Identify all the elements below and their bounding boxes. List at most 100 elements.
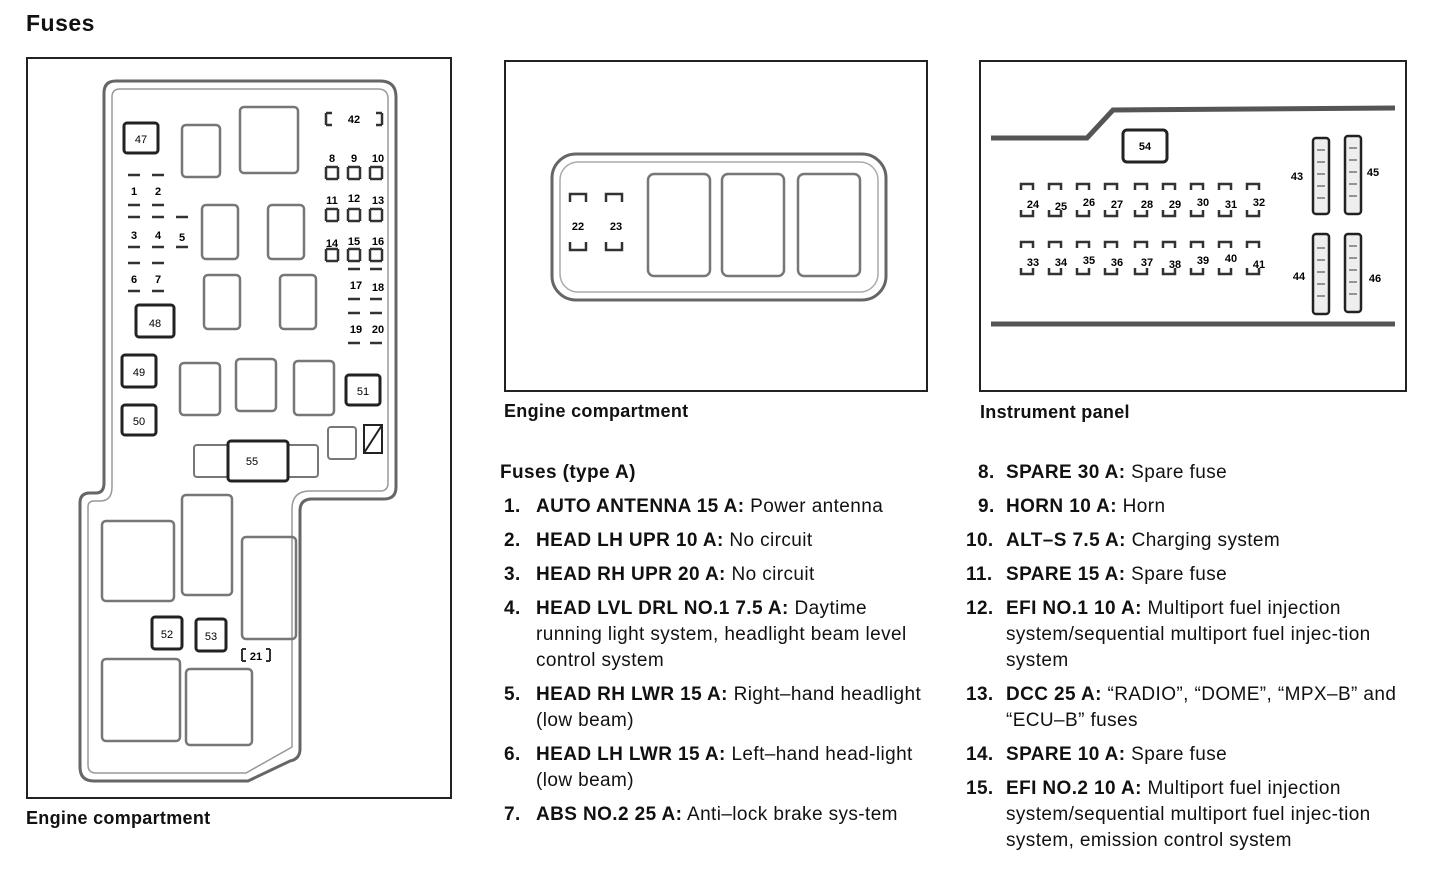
fuse-label-24: 24 <box>1027 199 1040 211</box>
relay-slot <box>292 359 336 417</box>
relay-slot <box>180 123 222 179</box>
fuse-bracket <box>1217 240 1233 276</box>
relay-slot <box>202 273 242 331</box>
fuse-label-30: 30 <box>1197 197 1209 209</box>
fuse-list-description: Multiport fuel injection system/sequenti… <box>1006 598 1371 671</box>
relay-slot <box>646 172 712 278</box>
fuse-list-number: 14. <box>966 744 994 765</box>
fuse-list-item: 5.HEAD RH LWR 15 A: Right–hand headlight… <box>504 682 936 734</box>
fuse-list-name: HEAD LH LWR 15 A: <box>536 744 726 765</box>
fuse-bracket <box>1189 182 1205 218</box>
fuse-label-21: 21 <box>250 651 262 663</box>
fuse-block-45 <box>1343 134 1363 216</box>
fuse-bracket <box>1075 240 1091 276</box>
fuse-bracket <box>1103 240 1119 276</box>
fuse-list-name: DCC 25 A: <box>1006 684 1102 705</box>
fuse-label-37: 37 <box>1141 257 1153 269</box>
fuse-label-13: 13 <box>372 195 384 207</box>
fuse-55 <box>226 439 290 483</box>
fuse-list-name: HEAD RH UPR 20 A: <box>536 564 726 585</box>
fuse-list-name: AUTO ANTENNA 15 A: <box>536 496 745 517</box>
fuse-label-6: 6 <box>131 274 137 286</box>
fuse-list-item: 9.HORN 10 A: Horn <box>966 494 1412 520</box>
fuse-48 <box>134 303 176 339</box>
fuse-52 <box>150 615 184 651</box>
fuse-list-number: 7. <box>504 804 521 825</box>
fuse-list-description: Spare fuse <box>1125 564 1228 585</box>
panel-top-edge <box>991 105 1396 141</box>
fuse-list-description: Right–hand headlight (low beam) <box>536 684 922 731</box>
fuse-label-47: 47 <box>135 134 147 146</box>
relay-slot <box>200 203 240 261</box>
fuse-list-name: HEAD LVL DRL NO.1 7.5 A: <box>536 598 789 619</box>
fuse-label-48: 48 <box>149 318 161 330</box>
small-box-outline <box>550 152 888 302</box>
fuse-label-26: 26 <box>1083 197 1095 209</box>
fuse-47 <box>122 121 160 155</box>
fuse-list-item: 12.EFI NO.1 10 A: Multiport fuel injecti… <box>966 596 1412 674</box>
fuse-list-number: 13. <box>966 684 994 705</box>
relay-slot <box>720 172 786 278</box>
fuse-bracket <box>1019 240 1035 276</box>
relay-slot <box>178 361 222 417</box>
fuse-list-item: 1.AUTO ANTENNA 15 A: Power antenna <box>504 494 936 520</box>
fuse-label-54: 54 <box>1139 141 1152 153</box>
fuse-list-item: 7.ABS NO.2 25 A: Anti–lock brake sys-tem <box>504 802 936 828</box>
relay-slot <box>266 203 306 261</box>
fuse-list-description: Spare fuse <box>1125 744 1228 765</box>
relay-slot <box>238 105 300 175</box>
fuse-label-5: 5 <box>179 232 185 244</box>
fuse-label-4: 4 <box>155 230 162 242</box>
fuse-label-20: 20 <box>372 324 384 336</box>
fuse-label-35: 35 <box>1083 255 1095 267</box>
fuse-list-description: Multiport fuel injection system/sequenti… <box>1006 778 1371 851</box>
fuse-label-41: 41 <box>1253 259 1265 271</box>
fuse-list-item: 8.SPARE 30 A: Spare fuse <box>966 460 1412 486</box>
fuse-label-12: 12 <box>348 193 360 205</box>
fuse-list-number: 5. <box>504 684 521 705</box>
fuse-label-18: 18 <box>372 282 384 294</box>
fuse-list-right: 8.SPARE 30 A: Spare fuse 9.HORN 10 A: Hor… <box>966 460 1412 862</box>
fuse-label-19: 19 <box>350 324 362 336</box>
engine-compartment-diagram-main: 47 42 8 9 10 11 12 <box>26 57 452 799</box>
fuse-bracket <box>1133 182 1149 218</box>
fuse-label-23: 23 <box>610 221 622 233</box>
fuse-bracket <box>1047 240 1063 276</box>
fuse-list-item: 4.HEAD LVL DRL NO.1 7.5 A: Daytime runni… <box>504 596 936 674</box>
fuse-label-9: 9 <box>351 153 357 165</box>
fuse-box-outline <box>78 79 398 783</box>
fuse-label-15: 15 <box>348 236 360 248</box>
instrument-panel-svg: 54 24 25 26 27 28 29 30 31 32 33 34 35 3… <box>991 105 1396 327</box>
fuse-label-39: 39 <box>1197 255 1209 267</box>
fuse-label-28: 28 <box>1141 199 1153 211</box>
fuse-label-49: 49 <box>133 367 145 379</box>
fuse-block-details <box>1317 147 1357 297</box>
fuse-label-17: 17 <box>350 280 362 292</box>
caption-engine-compartment-main: Engine compartment <box>26 808 211 828</box>
fuse-label-51: 51 <box>357 386 369 398</box>
fuse-list-number: 11. <box>966 564 993 585</box>
fuse-label-50: 50 <box>133 416 145 428</box>
fuse-bracket <box>1245 182 1261 218</box>
engine-small-svg: 22 23 <box>550 152 888 302</box>
fuse-list-number: 15. <box>966 778 994 799</box>
fuse-label-53: 53 <box>205 631 217 643</box>
fuse-label-16: 16 <box>372 236 384 248</box>
fuse-label-7: 7 <box>155 274 161 286</box>
fuse-list-name: ABS NO.2 25 A: <box>536 804 683 825</box>
fuse-list-number: 8. <box>978 462 995 483</box>
fuse-list-description: Daytime running light system, headlight … <box>536 598 907 671</box>
fuse-label-8: 8 <box>329 153 335 165</box>
fuse-bracket <box>1133 240 1149 276</box>
fuse-block-46 <box>1343 232 1363 314</box>
fuse-block-43 <box>1311 136 1331 216</box>
fuse-label-43: 43 <box>1291 171 1303 183</box>
fuse-label-46: 46 <box>1369 273 1381 285</box>
fuse-54 <box>1121 128 1169 164</box>
relay-slot <box>234 357 278 413</box>
fuse-list-name: EFI NO.2 10 A: <box>1006 778 1142 799</box>
fuse-label-32: 32 <box>1253 197 1265 209</box>
fuse-label-34: 34 <box>1055 257 1068 269</box>
fuse-51 <box>344 373 382 407</box>
